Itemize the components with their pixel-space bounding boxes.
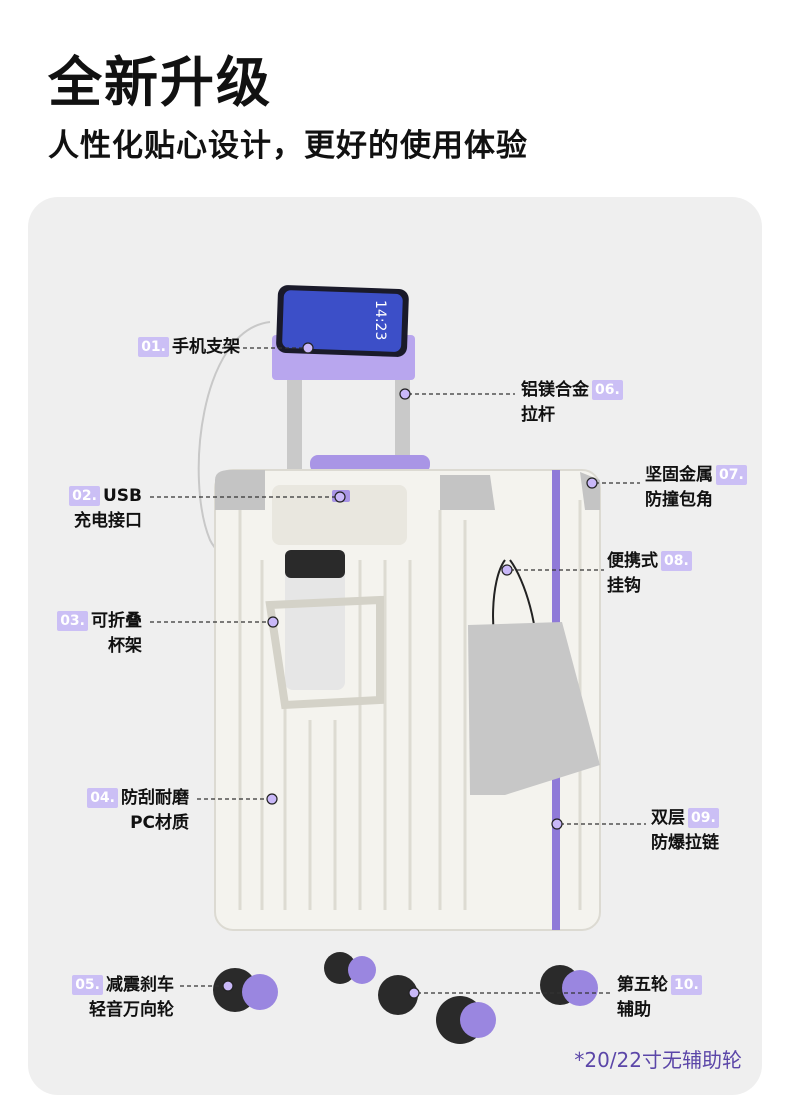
cup-lid [285,550,345,578]
feature-title: 减震刹车 [106,975,174,995]
feature-pc-material: 04.防刮耐磨 PC材质 [84,786,189,836]
feature-number: 04. [87,788,118,808]
feature-subtitle: 充电接口 [74,511,142,531]
feature-subtitle: 轻音万向轮 [89,1000,174,1020]
feature-title: 可折叠 [91,611,142,631]
top-carry-handle [310,455,430,473]
body-ribs [238,500,582,910]
feature-number: 01. [138,337,169,357]
feature-number: 06. [592,380,623,400]
feature-subtitle: PC材质 [130,813,189,833]
feature-number: 02. [69,486,100,506]
product-panel: 14:23 [28,197,762,1095]
feature-usb: 02.USB 充电接口 [66,484,142,534]
feature-number: 07. [716,465,747,485]
feature-number: 08. [661,551,692,571]
feature-subtitle: 防撞包角 [645,490,713,510]
feature-title: USB [102,486,142,506]
phone-screen [282,290,403,352]
feature-title: 便携式 [607,551,658,571]
feature-number: 05. [72,975,103,995]
feature-number: 10. [671,975,702,995]
footnote: *20/22寸无辅助轮 [574,1048,742,1072]
callout-dots [222,342,598,999]
feature-phone-holder: 01.手机支架 [135,335,240,360]
cup-holder [265,595,384,710]
feature-title: 坚固金属 [645,465,713,485]
shopping-bag [468,622,600,795]
corner-guard-middle [440,475,495,510]
feature-title: 双层 [651,808,685,828]
feature-title: 铝镁合金 [521,380,589,400]
feature-subtitle: 防爆拉链 [651,833,719,853]
feature-wheels: 05.减震刹车 轻音万向轮 [69,973,174,1023]
feature-subtitle: 拉杆 [521,405,555,425]
feature-subtitle: 挂钩 [607,576,641,596]
cup [285,550,345,690]
usb-panel [272,485,407,545]
feature-number: 09. [688,808,719,828]
feature-subtitle: 辅助 [617,1000,651,1020]
feature-title: 防刮耐磨 [121,788,189,808]
feature-subtitle: 杯架 [108,636,142,656]
phone-time: 14:23 [372,300,388,340]
feature-cup-holder: 03.可折叠 杯架 [54,609,142,659]
feature-number: 03. [57,611,88,631]
feature-title: 手机支架 [172,337,240,357]
wheels [213,952,598,1044]
corner-guard-left [215,470,265,510]
suitcase-illustration: 14:23 [150,285,646,1044]
page-subtitle: 人性化贴心设计，更好的使用体验 [48,128,528,164]
leader-lines [150,347,646,994]
feature-title: 第五轮 [617,975,668,995]
page-title: 全新升级 [48,51,272,114]
